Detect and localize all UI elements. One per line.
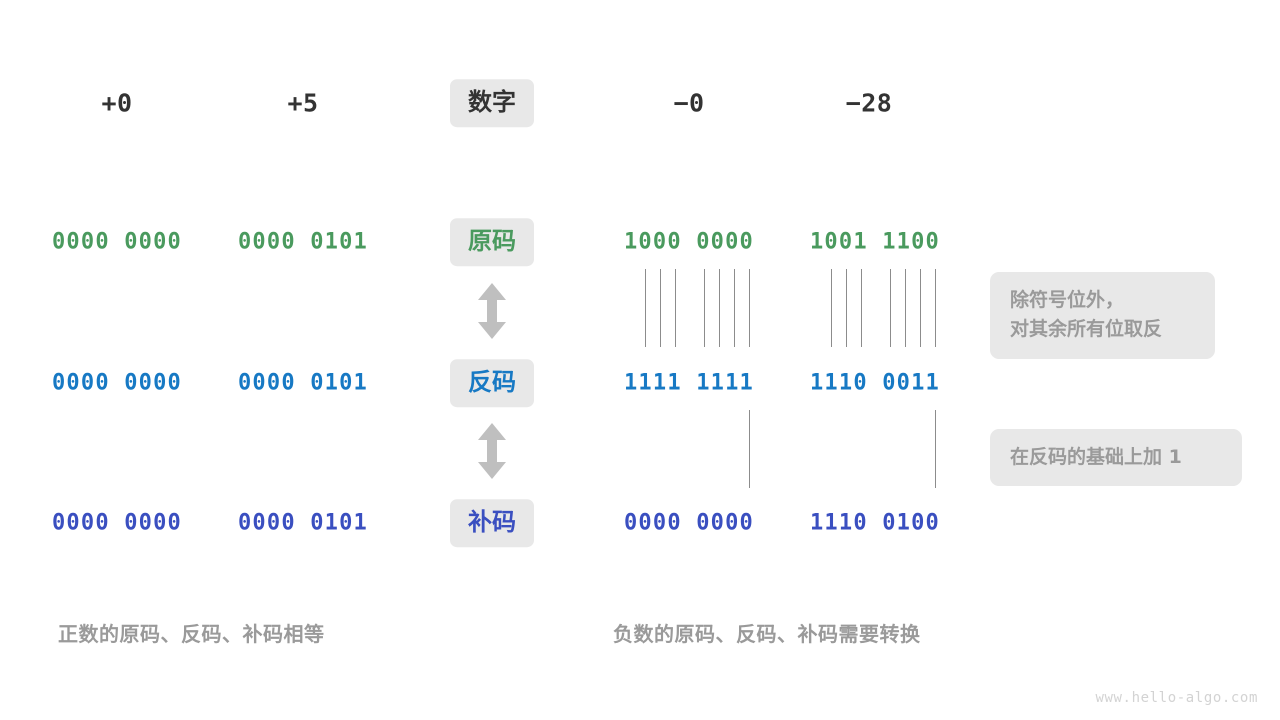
connector-tick <box>831 269 832 347</box>
connector-tick <box>935 269 936 347</box>
connector-tick <box>890 269 891 347</box>
bits-ones-complement-neg-zero: 1111 1111 <box>623 370 755 396</box>
row-label-pill-ones-complement: 反码 <box>450 359 534 407</box>
connector-tick <box>719 269 720 347</box>
bits-ones-complement-pos-five: 0000 0101 <box>237 370 369 396</box>
connector-tick <box>675 269 676 347</box>
double-vertical-arrow-icon-2 <box>475 423 509 483</box>
header-label-neg-zero: −0 <box>673 88 705 118</box>
bits-sign-magnitude-neg-28: 1001 1100 <box>809 229 941 255</box>
connector-tick <box>749 410 750 488</box>
connector-tick <box>905 269 906 347</box>
site-watermark: www.hello-algo.com <box>1095 690 1258 706</box>
bits-ones-complement-pos-zero: 0000 0000 <box>51 370 183 396</box>
bits-sign-magnitude-neg-zero: 1000 0000 <box>623 229 755 255</box>
connector-tick <box>935 410 936 488</box>
caption-negative-numbers: 负数的原码、反码、补码需要转换 <box>613 622 921 646</box>
bits-twos-complement-pos-zero: 0000 0000 <box>51 510 183 536</box>
double-vertical-arrow-icon-1 <box>475 283 509 343</box>
connector-tick <box>645 269 646 347</box>
connector-tick <box>846 269 847 347</box>
row-label-pill-twos-complement: 补码 <box>450 499 534 547</box>
bits-twos-complement-neg-zero: 0000 0000 <box>623 510 755 536</box>
invert-bits-note: 除符号位外， 对其余所有位取反 <box>990 272 1215 359</box>
bits-twos-complement-neg-28: 1110 0100 <box>809 510 941 536</box>
connector-tick <box>920 269 921 347</box>
row-header-pill-number: 数字 <box>450 79 534 127</box>
connector-tick <box>734 269 735 347</box>
bits-sign-magnitude-pos-zero: 0000 0000 <box>51 229 183 255</box>
bits-ones-complement-neg-28: 1110 0011 <box>809 370 941 396</box>
connector-tick <box>704 269 705 347</box>
row-label-pill-sign-magnitude: 原码 <box>450 218 534 266</box>
connector-tick <box>660 269 661 347</box>
connector-tick <box>861 269 862 347</box>
bits-sign-magnitude-pos-five: 0000 0101 <box>237 229 369 255</box>
header-label-neg-28: −28 <box>845 88 893 118</box>
header-label-pos-five: +5 <box>287 88 319 118</box>
connector-tick <box>749 269 750 347</box>
header-label-pos-zero: +0 <box>101 88 133 118</box>
caption-positive-numbers: 正数的原码、反码、补码相等 <box>58 622 325 646</box>
bits-twos-complement-pos-five: 0000 0101 <box>237 510 369 536</box>
add-one-note: 在反码的基础上加 1 <box>990 429 1242 487</box>
